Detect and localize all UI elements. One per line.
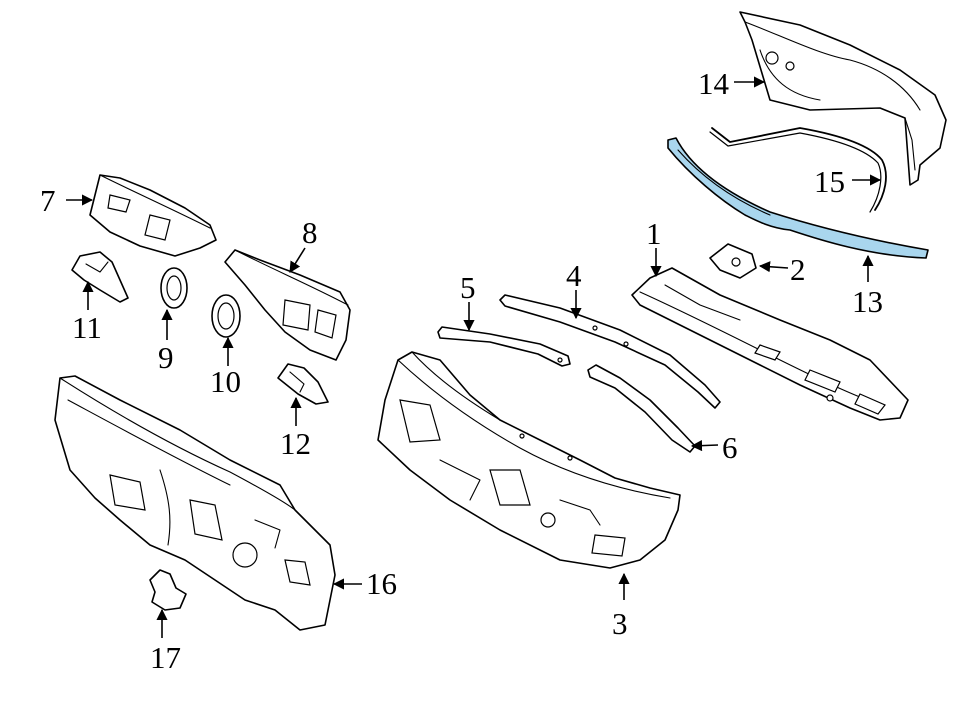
part-6-brace[interactable] xyxy=(587,364,696,453)
part-15-rod[interactable] xyxy=(709,127,887,213)
part-7-insulator[interactable] xyxy=(89,174,217,257)
callout-1: 1 xyxy=(646,216,662,251)
part-4-bar[interactable] xyxy=(499,294,721,409)
part-10-grommet[interactable] xyxy=(211,294,241,338)
callout-17: 17 xyxy=(150,640,181,675)
callout-16: 16 xyxy=(366,566,397,601)
callout-9: 9 xyxy=(158,340,174,375)
callout-8: 8 xyxy=(302,215,318,250)
part-13-seal[interactable] xyxy=(667,137,929,259)
callout-6: 6 xyxy=(722,430,738,465)
callout-labels: 1 2 3 4 5 6 7 8 9 10 11 12 13 14 15 16 1… xyxy=(40,66,883,675)
callout-7: 7 xyxy=(40,183,56,218)
part-11-bracket[interactable] xyxy=(71,251,129,303)
callout-13: 13 xyxy=(852,284,883,319)
callout-14: 14 xyxy=(698,66,730,101)
part-2-bracket[interactable] xyxy=(709,243,757,279)
callout-4: 4 xyxy=(566,258,582,293)
part-16-dash-insulator[interactable] xyxy=(54,375,336,631)
callout-15: 15 xyxy=(814,164,845,199)
part-9-grommet[interactable] xyxy=(160,267,188,309)
part-14-panel[interactable] xyxy=(739,11,947,186)
callout-2: 2 xyxy=(790,252,806,287)
callout-3: 3 xyxy=(612,606,628,641)
callout-10: 10 xyxy=(210,364,241,399)
leader-lines xyxy=(66,76,882,638)
part-5-brace[interactable] xyxy=(437,326,571,367)
part-8-insulator[interactable] xyxy=(224,249,351,361)
callout-12: 12 xyxy=(280,426,311,461)
part-3-cowl-panel[interactable] xyxy=(377,351,681,569)
part-12-bracket[interactable] xyxy=(277,363,329,405)
callout-11: 11 xyxy=(72,310,102,345)
part-17-clip[interactable] xyxy=(149,569,187,611)
callout-5: 5 xyxy=(460,270,476,305)
part-1-cowl-top[interactable] xyxy=(631,267,909,421)
